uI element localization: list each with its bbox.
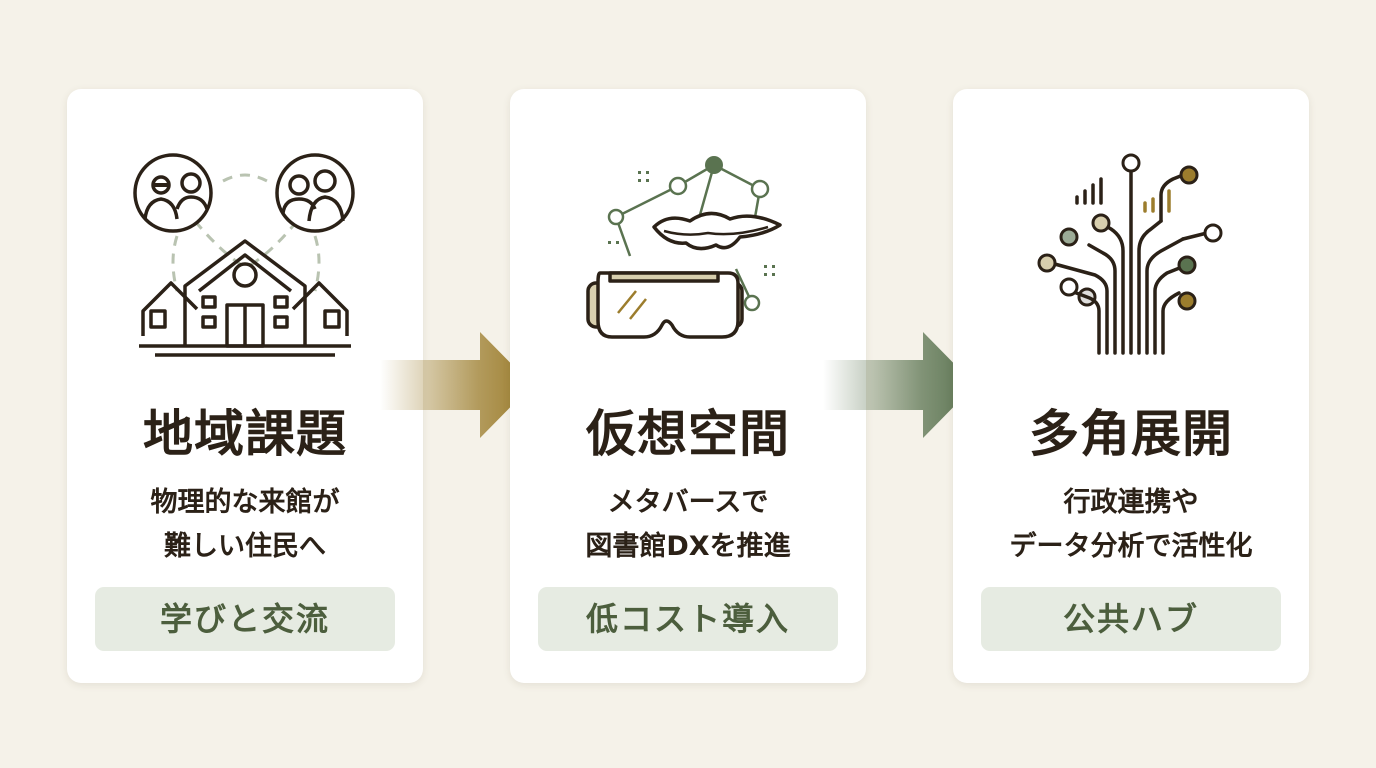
- community-library-icon: [133, 153, 355, 357]
- arrow-right-icon: [380, 332, 532, 438]
- step-description: 物理的な来館が 難しい住民へ: [67, 481, 423, 569]
- data-tree-icon: [1037, 153, 1223, 355]
- step-description-line: メタバースで: [607, 487, 769, 518]
- arrow-right-icon: [823, 332, 975, 438]
- step-card-virtual-space: 仮想空間 メタバースで 図書館DXを推進 低コスト導入: [510, 89, 866, 683]
- step-title: 地域課題: [143, 404, 347, 463]
- step-title: 仮想空間: [586, 404, 790, 463]
- step-description-line: 行政連携や: [1063, 487, 1199, 518]
- step-title: 多角展開: [1029, 404, 1233, 463]
- step-badge: 低コスト導入: [538, 587, 838, 651]
- step-description-line: 図書館DXを推進: [585, 531, 791, 562]
- step-description-line: データ分析で活性化: [1009, 531, 1253, 562]
- step-description: メタバースで 図書館DXを推進: [510, 481, 866, 569]
- step-description-line: 難しい住民へ: [164, 531, 326, 562]
- vr-headset-network-icon: [586, 156, 782, 339]
- step-card-local-issues: 地域課題 物理的な来館が 難しい住民へ 学びと交流: [67, 89, 423, 683]
- step-card-multifaceted-expansion: 多角展開 行政連携や データ分析で活性化 公共ハブ: [953, 89, 1309, 683]
- step-description: 行政連携や データ分析で活性化: [953, 481, 1309, 569]
- step-description-line: 物理的な来館が: [150, 487, 340, 518]
- step-badge: 公共ハブ: [981, 587, 1281, 651]
- step-badge: 学びと交流: [95, 587, 395, 651]
